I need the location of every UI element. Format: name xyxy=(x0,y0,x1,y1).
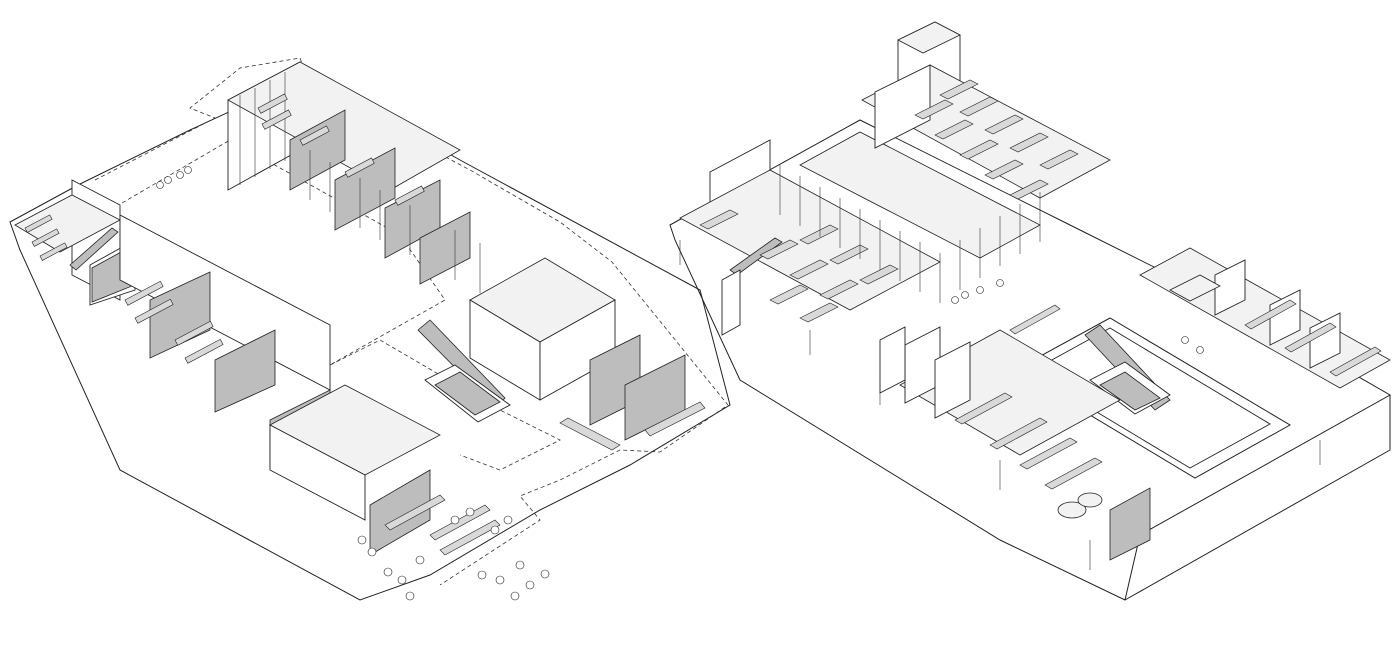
right-east-desks xyxy=(1169,274,1382,377)
right-floor-plan xyxy=(669,21,1392,601)
left-cafe-furniture xyxy=(357,504,550,601)
left-east-counter xyxy=(559,417,621,451)
left-west-desks xyxy=(24,214,68,261)
left-east-bench xyxy=(644,401,706,437)
right-west-stair xyxy=(721,237,783,336)
right-atrium-stair xyxy=(1084,324,1171,415)
right-north-tower-top xyxy=(897,21,961,54)
right-slab-edge xyxy=(1124,395,1391,601)
left-floor-plan xyxy=(9,57,731,601)
right-south-desks xyxy=(954,392,1151,561)
left-south-room-partition xyxy=(369,469,431,556)
right-columns xyxy=(679,240,1321,570)
left-top-wing-mullions xyxy=(239,72,481,293)
left-slab-outline xyxy=(9,69,731,601)
right-north-wing-wall xyxy=(874,64,931,149)
left-sw-desks xyxy=(124,280,224,364)
right-north-wing-desks xyxy=(914,79,1079,200)
right-south-rooms xyxy=(879,326,971,419)
right-atrium-outline xyxy=(1013,317,1292,479)
left-main-stair xyxy=(417,319,511,423)
right-lounge-chairs xyxy=(951,279,1204,354)
left-roof-dashed-outline xyxy=(94,57,729,586)
left-south-room-wall-a xyxy=(269,424,366,521)
right-central-facade-mullions xyxy=(779,165,1041,303)
right-meeting-table xyxy=(1009,304,1061,335)
left-lower-dashed xyxy=(329,339,561,471)
left-south-counter xyxy=(384,494,446,531)
left-top-wing-desks xyxy=(257,93,425,206)
left-top-wing-partitions xyxy=(289,109,471,285)
left-lounge-chairs xyxy=(156,166,192,189)
right-east-partitions xyxy=(1214,259,1341,369)
right-west-desks xyxy=(699,209,899,323)
